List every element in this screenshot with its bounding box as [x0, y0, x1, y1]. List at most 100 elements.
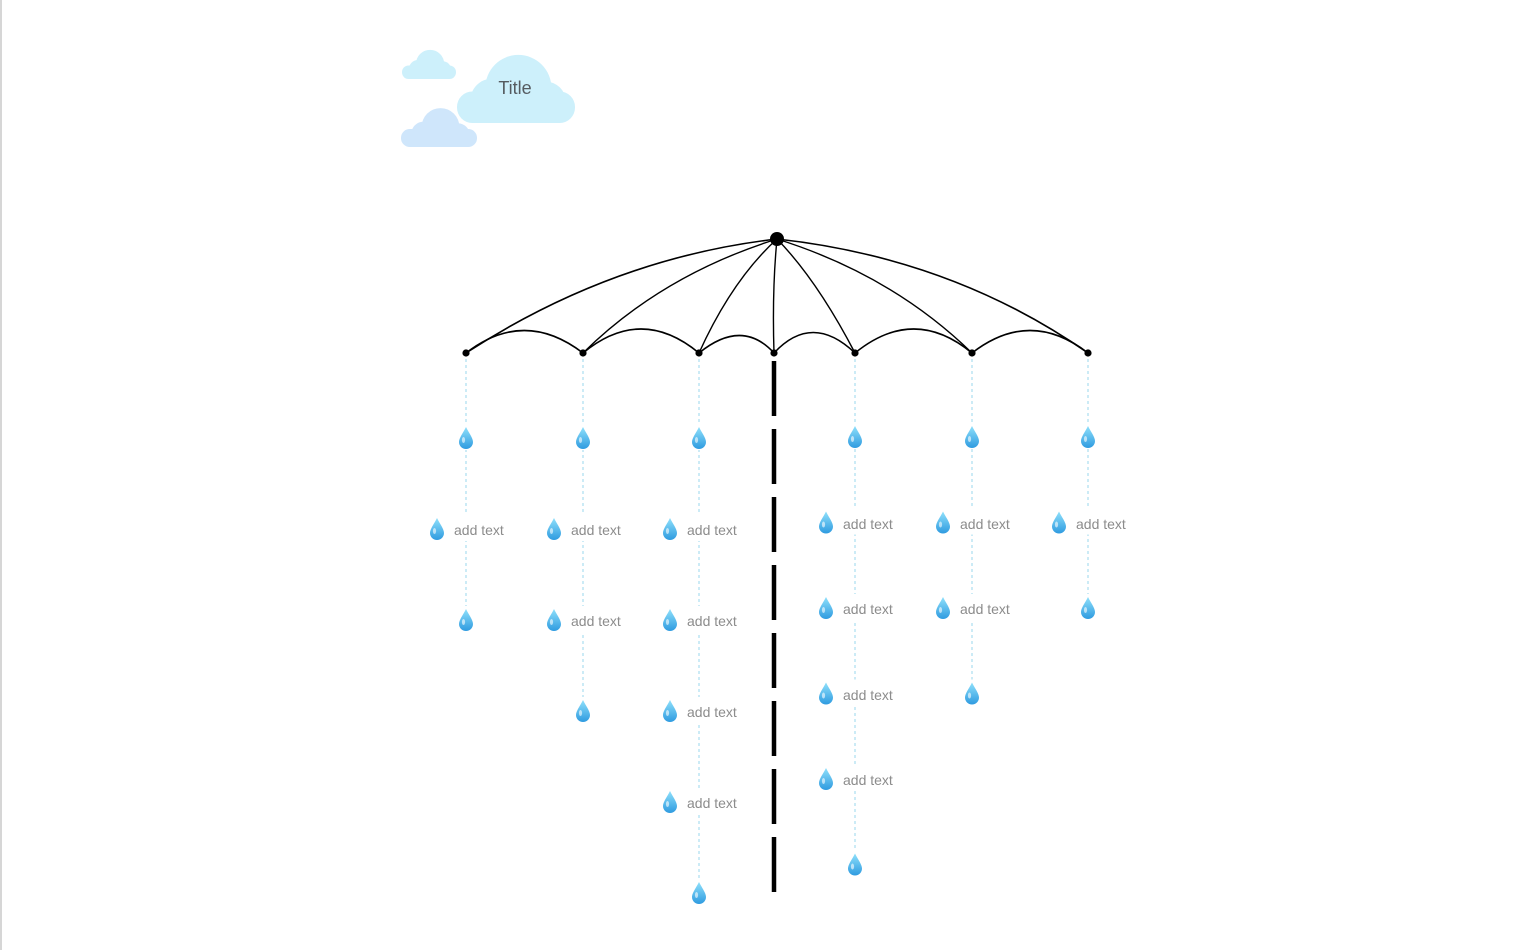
- raindrop-highlight: [665, 801, 670, 807]
- raindrop-icon: [848, 426, 862, 448]
- label-backdrop: [545, 606, 635, 632]
- rib-tip-dot: [851, 349, 859, 357]
- canopy-scallop: [698, 334, 775, 354]
- raindrop-icon: [1081, 426, 1095, 448]
- raindrop-icon: [547, 609, 561, 631]
- strand-label[interactable]: add text: [843, 686, 893, 703]
- umbrella: [462, 232, 1092, 892]
- canopy-rib: [698, 238, 778, 354]
- raindrop-icon: [459, 427, 473, 449]
- raindrop-icon: [547, 518, 561, 540]
- rib-tip-dot: [968, 349, 976, 357]
- label-backdrop: [661, 697, 751, 723]
- raindrop-highlight: [821, 607, 826, 613]
- raindrop-icon: [1081, 597, 1095, 619]
- raindrop-highlight: [1083, 607, 1088, 613]
- raindrop-highlight: [1083, 436, 1088, 442]
- rib-tip-dot: [579, 349, 587, 357]
- strand-label[interactable]: add text: [571, 613, 621, 629]
- label-backdrop: [661, 788, 751, 814]
- raindrop-highlight: [967, 436, 972, 442]
- raindrop-icon: [576, 427, 590, 449]
- rib-tip-dot: [770, 349, 778, 357]
- umbrella-top-knob: [770, 232, 784, 246]
- raindrop-highlight: [821, 521, 826, 528]
- raindrop-highlight: [578, 710, 583, 716]
- strand-label[interactable]: add text: [571, 522, 621, 538]
- raindrop-highlight: [821, 778, 826, 784]
- canopy-scallop: [773, 331, 856, 354]
- label-backdrop: [428, 515, 518, 541]
- strand-label[interactable]: add text: [843, 515, 893, 532]
- raindrop-icon: [663, 518, 677, 540]
- raindrop-icon: [819, 597, 833, 619]
- canopy-rib: [776, 238, 856, 354]
- raindrop-icon: [1052, 511, 1066, 534]
- title-label[interactable]: Title: [498, 78, 532, 98]
- raindrop-icon: [663, 700, 677, 722]
- raindrop-icon: [965, 426, 979, 448]
- label-backdrop: [934, 594, 1024, 620]
- canopy-scallop: [971, 329, 1089, 354]
- canopy-right-edge: [776, 238, 1089, 354]
- raindrop-highlight: [694, 437, 699, 443]
- rib-tip-dot: [695, 349, 703, 357]
- label-backdrop: [1050, 508, 1140, 535]
- label-backdrop: [817, 679, 907, 706]
- raindrop-highlight: [432, 528, 437, 534]
- raindrop-highlight: [1054, 521, 1059, 528]
- rib-tip-dot: [1084, 349, 1092, 357]
- strand-label[interactable]: add text: [687, 704, 737, 720]
- title-cloud-icon: [457, 54, 575, 123]
- raindrop-highlight: [549, 619, 554, 625]
- strand-label[interactable]: add text: [843, 601, 893, 617]
- canopy-scallop: [854, 328, 973, 354]
- strand-label[interactable]: add text: [1076, 515, 1126, 532]
- strand-label[interactable]: add text: [843, 772, 893, 788]
- raindrop-icon: [819, 768, 833, 790]
- canopy-rib: [772, 238, 778, 354]
- raindrop-highlight: [665, 619, 670, 625]
- raindrop-icon: [430, 518, 444, 540]
- strand-label[interactable]: add text: [454, 522, 504, 538]
- raindrop-highlight: [967, 692, 972, 699]
- raindrop-icon: [576, 700, 590, 722]
- label-backdrop: [661, 515, 751, 541]
- canopy-left-edge: [465, 238, 778, 354]
- raindrop-highlight: [821, 692, 826, 699]
- raindrop-icon: [692, 882, 706, 904]
- raindrop-icon: [848, 853, 862, 876]
- raindrop-highlight: [938, 607, 943, 613]
- strand-label[interactable]: add text: [687, 613, 737, 629]
- rib-tip-dot: [462, 349, 470, 357]
- raindrop-icon: [692, 427, 706, 449]
- strand-label[interactable]: add text: [687, 795, 737, 811]
- raindrop-highlight: [850, 863, 855, 870]
- raindrop-highlight: [850, 436, 855, 442]
- canopy-rib: [776, 238, 973, 354]
- raindrop-highlight: [665, 528, 670, 534]
- raindrop-highlight: [578, 437, 583, 443]
- raindrop-highlight: [694, 892, 699, 898]
- label-backdrop: [817, 508, 907, 535]
- label-backdrop: [545, 515, 635, 541]
- label-backdrop: [661, 606, 751, 632]
- raindrop-icon: [936, 597, 950, 619]
- canopy-scallop: [465, 329, 584, 354]
- raindrop-highlight: [938, 521, 943, 528]
- raindrop-icon: [663, 791, 677, 813]
- raindrop-icon: [936, 511, 950, 534]
- label-backdrop: [817, 594, 907, 620]
- raindrop-icon: [819, 682, 834, 705]
- label-backdrop: [817, 765, 907, 791]
- raindrop-highlight: [461, 437, 466, 443]
- strand-label[interactable]: add text: [960, 515, 1010, 532]
- canopy-rib: [582, 238, 778, 354]
- strand-label[interactable]: add text: [960, 601, 1010, 617]
- strand-label[interactable]: add text: [687, 522, 737, 538]
- title-clouds: [401, 49, 575, 147]
- raindrop-icon: [459, 609, 473, 631]
- label-backdrop: [934, 508, 1024, 535]
- small-cloud-icon: [402, 49, 456, 79]
